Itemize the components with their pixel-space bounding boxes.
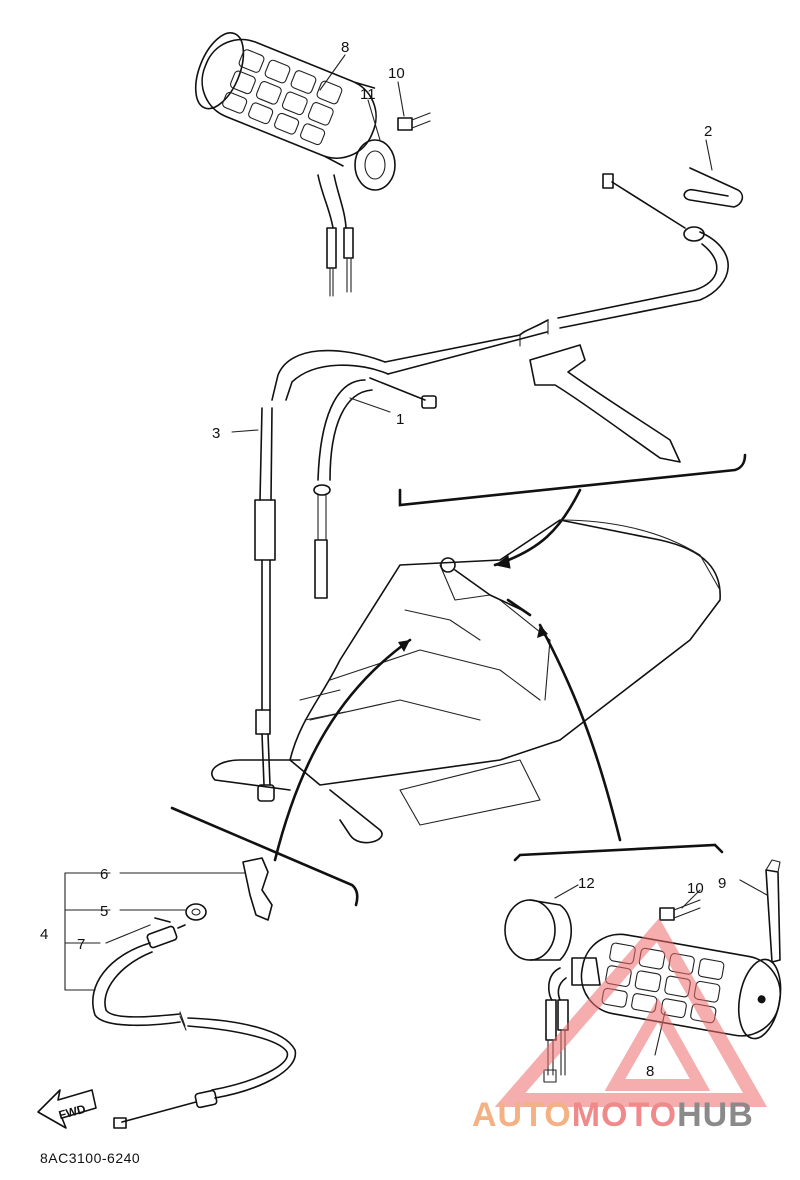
callout-4: 4 xyxy=(40,926,48,943)
watermark-part-auto: AUTO xyxy=(472,1096,572,1134)
callout-6: 6 xyxy=(100,866,108,883)
throttle-attach xyxy=(440,557,532,617)
watermark-logo-icon xyxy=(494,917,768,1107)
snowmobile-body xyxy=(211,519,721,844)
callout-1: 1 xyxy=(396,411,404,428)
part-code: 8AC3100-6240 xyxy=(40,1150,141,1166)
callout-7: 7 xyxy=(77,936,85,953)
pin-7 xyxy=(154,917,171,923)
inset-bracket-top xyxy=(398,453,747,569)
throttle-cable xyxy=(231,173,729,802)
left-grip-assembly xyxy=(194,32,431,297)
callout-10-top: 10 xyxy=(388,65,405,82)
bolt-10-bottom xyxy=(659,907,675,921)
callout-8-top: 8 xyxy=(341,39,349,56)
callout-10-bottom: 10 xyxy=(687,880,704,897)
callout-5: 5 xyxy=(100,903,108,920)
callout-9: 9 xyxy=(718,875,726,892)
callout-11: 11 xyxy=(360,86,376,103)
cable-clip xyxy=(683,139,744,208)
callout-12: 12 xyxy=(578,875,595,892)
fwd-label: FWD xyxy=(57,1102,87,1123)
grip-end-ring xyxy=(354,139,396,191)
left-ski-front xyxy=(211,759,301,791)
callout-8-bottom: 8 xyxy=(646,1063,654,1080)
inset-bracket-left xyxy=(170,806,359,907)
callout-2: 2 xyxy=(704,123,712,140)
callout-3: 3 xyxy=(212,425,220,442)
kill-switch-assembly xyxy=(64,857,297,1129)
spacer-12 xyxy=(504,899,556,961)
fwd-arrow-icon: FWD xyxy=(37,1089,97,1129)
bolt-10-top xyxy=(397,112,431,131)
switch-cord xyxy=(92,942,181,1027)
inset-bracket-right xyxy=(513,843,724,862)
watermark-part-hub: HUB xyxy=(677,1096,754,1134)
throttle-lever xyxy=(529,344,681,463)
watermark-text: AUTOMOTOHUB xyxy=(472,1096,754,1135)
clip-6 xyxy=(242,857,273,921)
callout-labels: 8 10 11 2 1 3 6 5 4 7 12 10 9 8 xyxy=(40,39,726,1080)
watermark-part-moto: MOTO xyxy=(571,1096,678,1134)
strap-9 xyxy=(765,869,781,963)
nut-5 xyxy=(185,903,207,921)
grip-wires xyxy=(317,174,347,229)
